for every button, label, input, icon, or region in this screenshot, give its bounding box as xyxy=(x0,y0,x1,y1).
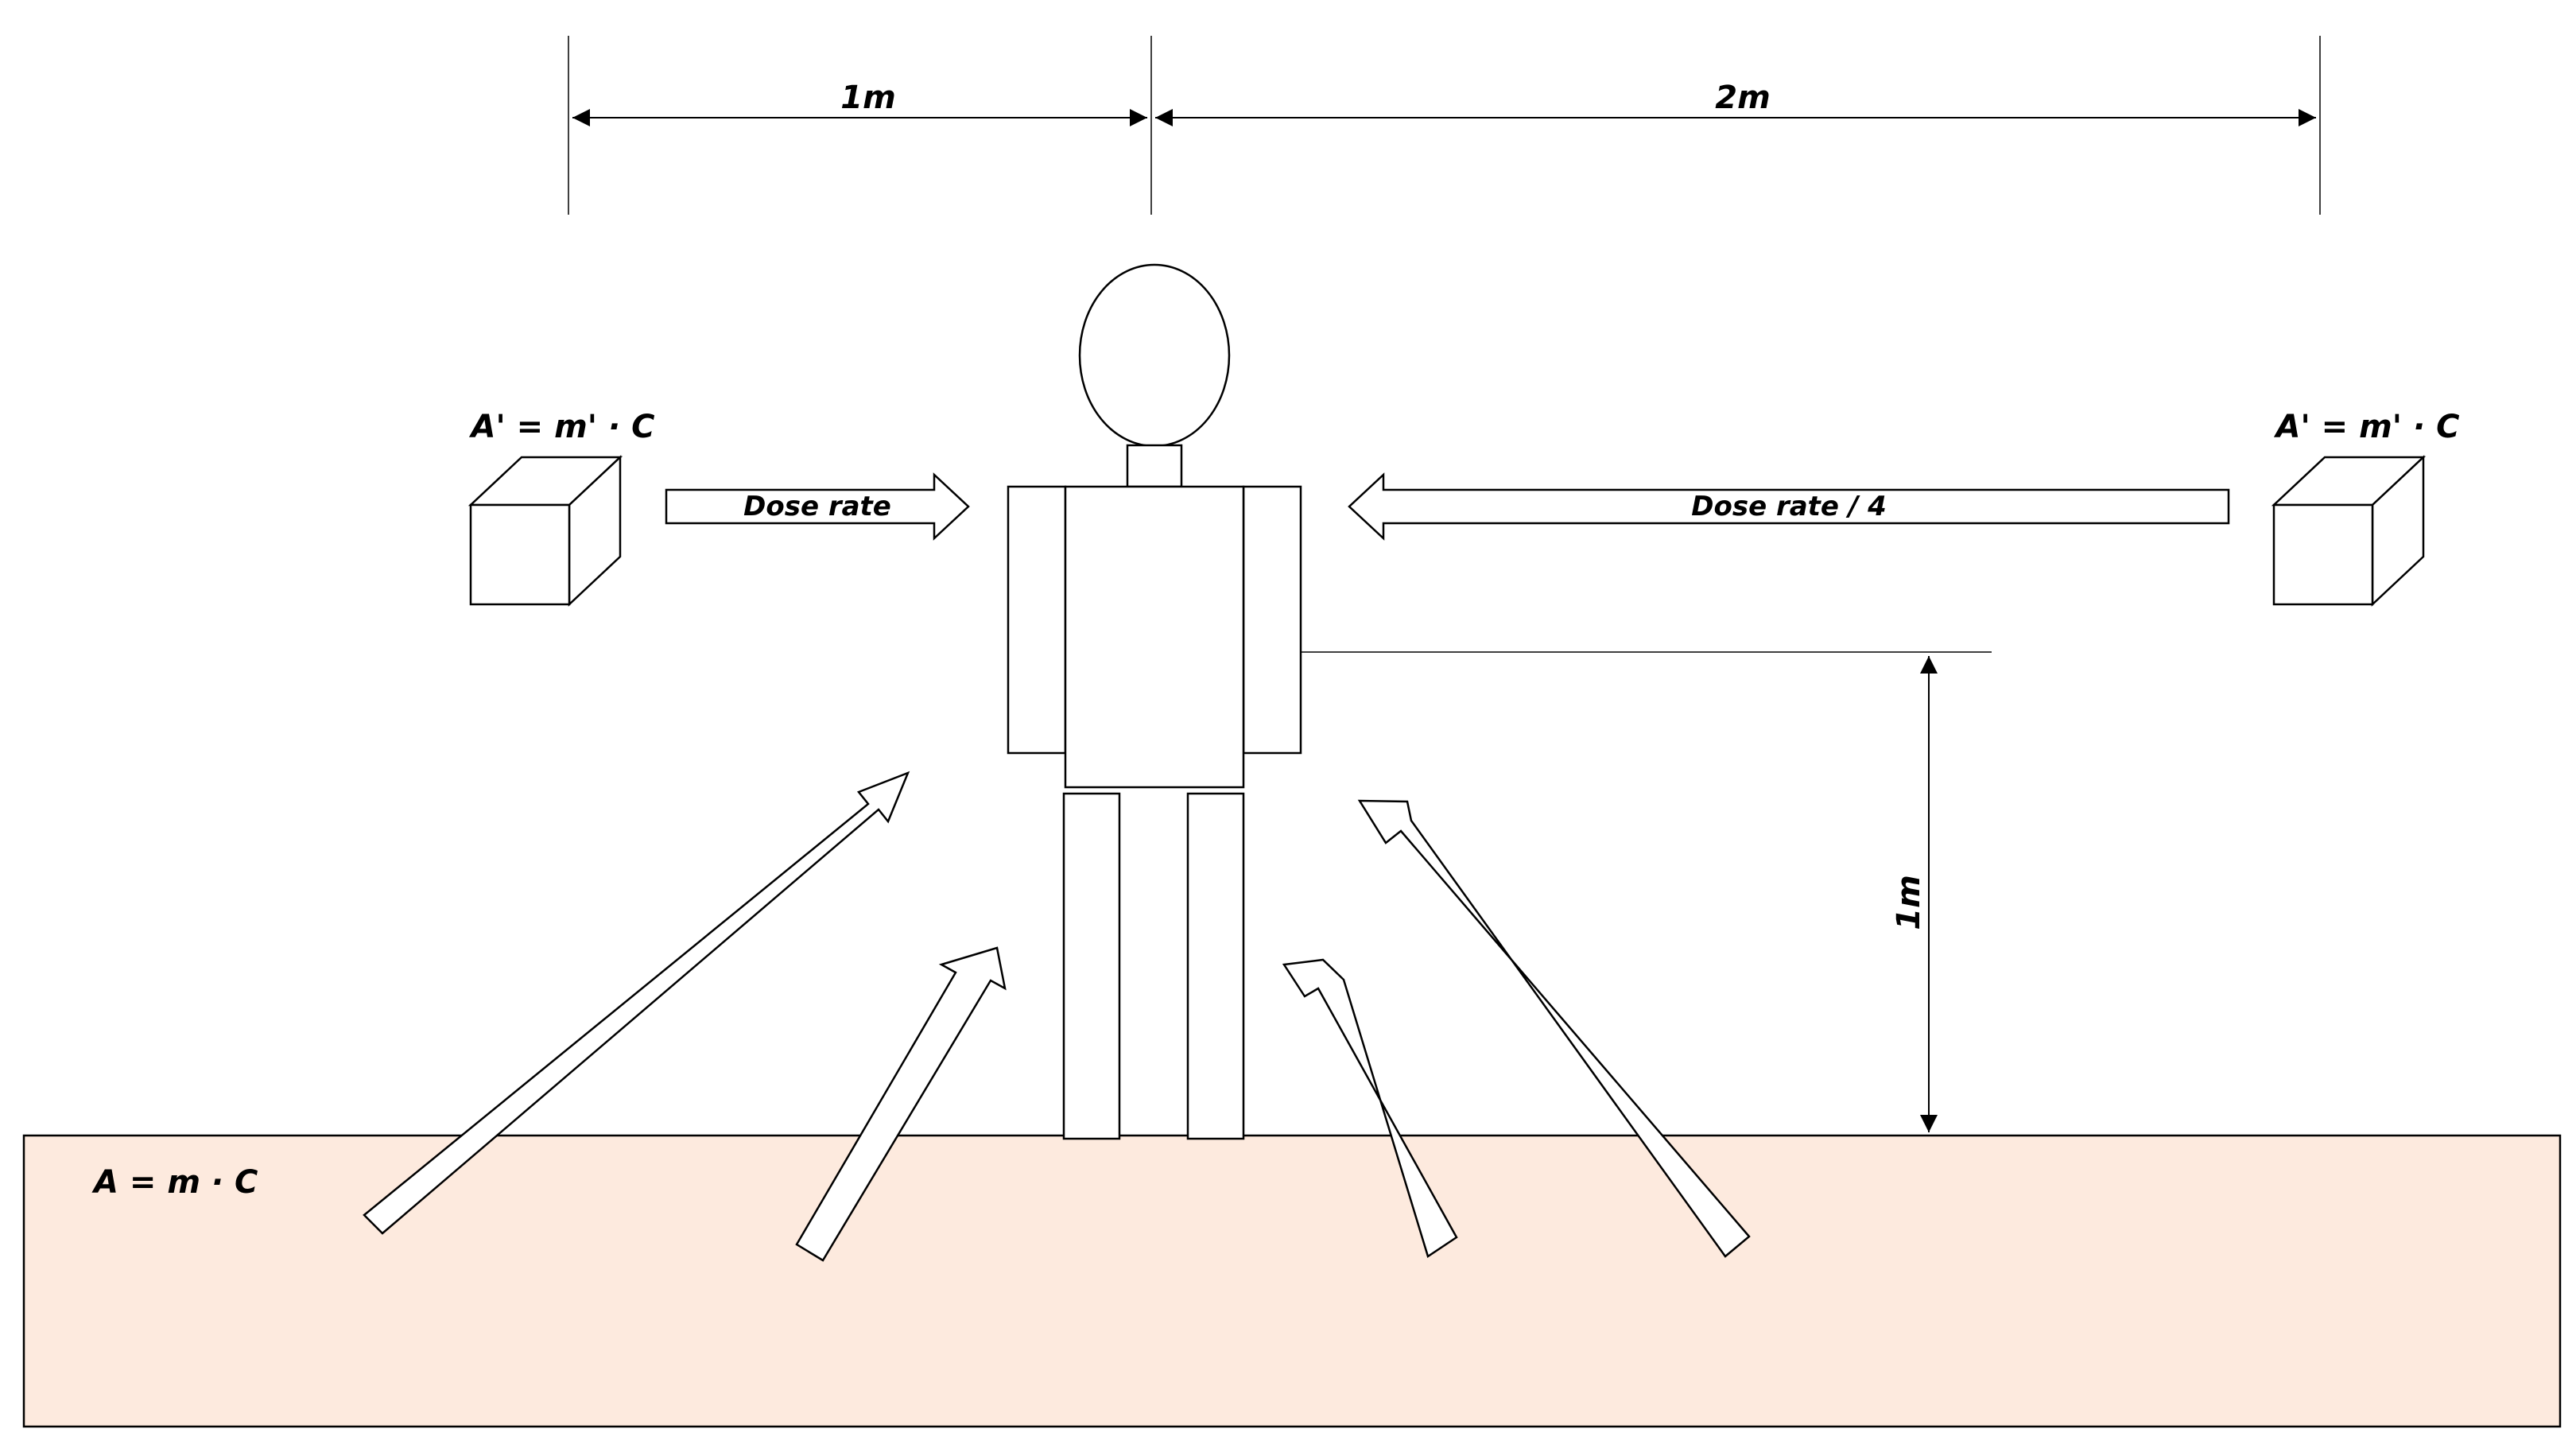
ground-radiation-arrow-1 xyxy=(363,771,910,1235)
ground-slab xyxy=(22,1134,2562,1428)
ground-radiation-arrow-2 xyxy=(795,946,1007,1262)
ground-radiation-arrow-3 xyxy=(1282,958,1458,1258)
right-point-source-cube xyxy=(2271,455,2427,607)
ground-radiation-arrow-4 xyxy=(1357,799,1751,1258)
cube-left-front-face xyxy=(469,503,571,606)
figure-right-leg xyxy=(1186,792,1245,1140)
right-dose-rate-label: Dose rate / 4 xyxy=(1691,491,1887,522)
left-point-source-cube xyxy=(467,455,623,607)
figure-torso xyxy=(1064,485,1245,789)
height-dimension-label: 1m xyxy=(1891,875,1927,930)
left-dose-rate-arrow xyxy=(665,472,970,541)
right-dose-rate-arrow xyxy=(1348,472,2230,541)
figure-left-arm xyxy=(1007,485,1067,755)
left-dose-rate-label: Dose rate xyxy=(743,491,891,522)
figure-head xyxy=(1078,263,1231,448)
left-source-formula: A' = m' · C xyxy=(469,409,655,445)
dimension-label-right: 2m xyxy=(1715,80,1771,116)
figure-left-leg xyxy=(1062,792,1121,1140)
ground-activity-formula: A = m · C xyxy=(91,1164,258,1201)
cube-right-front-face xyxy=(2272,503,2374,606)
figure-right-arm xyxy=(1242,485,1302,755)
human-figure xyxy=(1007,263,1302,1140)
figure-neck xyxy=(1126,444,1183,488)
dimension-label-left: 1m xyxy=(840,80,896,116)
right-source-formula: A' = m' · C xyxy=(2274,409,2460,445)
top-dimension-lines xyxy=(568,36,2321,215)
